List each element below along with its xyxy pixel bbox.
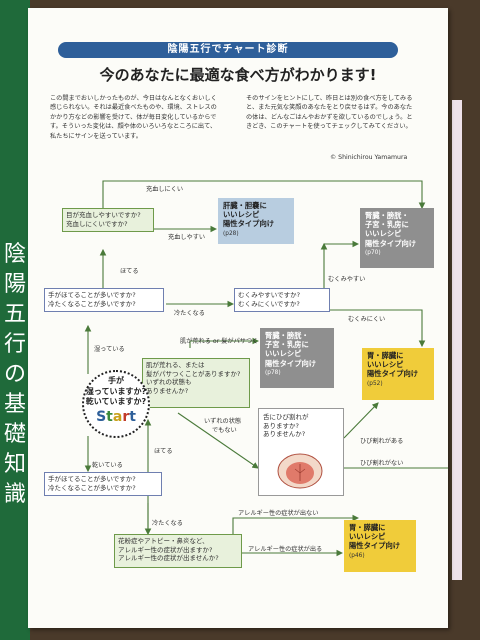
label-neither-1: いずれの状態: [204, 418, 242, 425]
side-rule: [452, 100, 462, 580]
result-kidney-top[interactable]: 腎臓・膀胱・ 子宮・乳房に いいレシピ 陽性タイプ向け (p70): [360, 208, 434, 268]
label-yes-blood: 充血しやすい: [168, 234, 206, 241]
question-swell[interactable]: むくみやすいですか? むくみにくいですか?: [234, 288, 330, 312]
label-allergy-no: アレルギー性の症状が出ない: [238, 510, 319, 517]
chart-page: 陰陽五行でチャート診断 今のあなたに最適な食べ方がわかります! この間までおいし…: [28, 8, 448, 628]
question-hot-cold-2[interactable]: 手がほてることが多いですか? 冷たくなることが多いですか?: [44, 472, 162, 496]
spine-title: 陰陽五行の基礎知識: [3, 242, 26, 507]
label-neither-2: でもない: [212, 427, 237, 434]
label-crack-no: ひび割れがない: [360, 460, 404, 467]
section-banner: 陰陽五行でチャート診断: [58, 42, 398, 58]
start-node[interactable]: 手が 湿っていますか? 乾いていますか? Start: [82, 370, 150, 438]
label-cold-2: 冷たくなる: [152, 520, 183, 527]
start-label: Start: [96, 408, 136, 425]
question-tongue: 舌にひび割れが ありますか? ありませんか?: [263, 413, 309, 438]
author-credit: © Shinichirou Yamamura: [330, 154, 408, 161]
label-dry: 乾いている: [92, 462, 123, 469]
page-headline: 今のあなたに最適な食べ方がわかります!: [99, 66, 377, 84]
question-allergy[interactable]: 花粉症やアトピー・鼻炎など、 アレルギー性の症状が出ますか? アレルギー性の症状…: [114, 534, 242, 568]
label-crack-yes: ひび割れがある: [360, 438, 404, 445]
intro-right: そのサインをヒントにして、昨日とは別の食べ方をしてみると、また元気な笑顔のあなた…: [246, 95, 413, 131]
result-liver[interactable]: 肝臓・胆嚢に いいレシピ 陽性タイプ向け (p28): [218, 198, 294, 244]
intro-left: この間までおいしかったものが、今日はなんとなくおいしく感じられない。それは最近食…: [50, 95, 217, 140]
label-allergy-yes: アレルギー性の症状が出る: [248, 546, 323, 553]
start-question: 手が 湿っていますか? 乾いていますか?: [85, 376, 147, 406]
label-cold-1: 冷たくなる: [174, 310, 205, 317]
label-hot-2: ほてる: [154, 448, 173, 455]
tongue-question-box[interactable]: 舌にひび割れが ありますか? ありませんか?: [258, 408, 344, 496]
label-swell-yes: むくみやすい: [328, 276, 366, 283]
label-skin-bad: 肌が荒れる or 髪がパサつく: [180, 338, 259, 345]
label-wet: 湿っている: [94, 346, 125, 353]
label-swell-no: むくみにくい: [348, 316, 386, 323]
label-hot-1: ほてる: [120, 268, 139, 275]
question-blood[interactable]: 目が充血しやすいですか? 充血しにくいですか?: [62, 208, 154, 232]
tongue-illustration: [277, 453, 323, 489]
label-no-blood: 充血しにくい: [146, 186, 184, 193]
question-skin[interactable]: 肌が荒れる、または 髪がパサつくことがありますか? いずれの状態も ありませんか…: [142, 358, 250, 408]
question-hot-cold-1[interactable]: 手がほてることが多いですか? 冷たくなることが多いですか?: [44, 288, 164, 312]
result-stomach-bottom[interactable]: 胃・膵臓に いいレシピ 陽性タイプ向け (p46): [344, 520, 416, 572]
result-kidney-mid[interactable]: 腎臓・膀胱・ 子宮・乳房に いいレシピ 陽性タイプ向け (p78): [260, 328, 334, 388]
book-spine: 陰陽五行の基礎知識: [0, 0, 30, 640]
result-stomach-mid[interactable]: 胃・膵臓に いいレシピ 陽性タイプ向け (p52): [362, 348, 434, 400]
